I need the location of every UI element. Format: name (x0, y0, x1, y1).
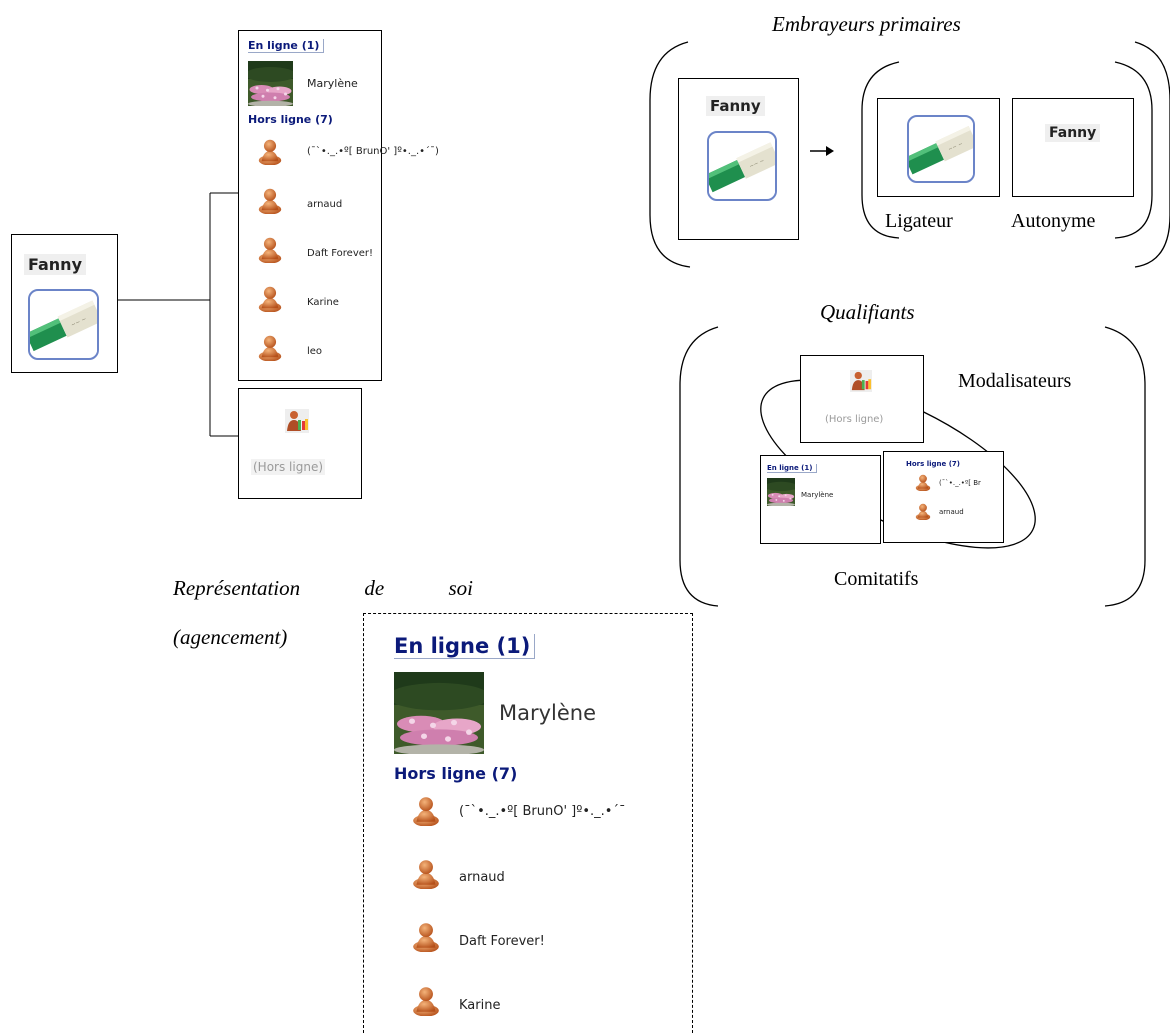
mini-offline-list: Hors ligne (7) (¯`•._.•º[ Br arnaud (883, 451, 1004, 543)
fanny-name: Fanny (24, 254, 86, 275)
fanny-name: Fanny (1045, 124, 1101, 142)
qualifiants-title: Qualifiants (820, 300, 915, 324)
contact-name-offline[interactable]: leo (307, 346, 323, 357)
offline-header: Hors ligne (7) (248, 113, 333, 126)
contact-name-offline: arnaud (939, 508, 964, 516)
representation-subtitle: (agencement) (173, 625, 288, 649)
user-icon (410, 794, 442, 826)
zoomed-contact-list: En ligne (1) Marylène Hors ligne (7) (¯`… (363, 613, 693, 1033)
mini-online-list: En ligne (1) Marylène (760, 455, 881, 544)
ligateur-label: Ligateur (885, 210, 953, 232)
status-label: (Hors ligne) (251, 459, 326, 475)
offline-header: Hors ligne (7) (906, 460, 960, 468)
contact-name-offline[interactable]: (¯`•._.•º[ BrunO' ]º•._.•´¯ (459, 804, 626, 819)
user-icon (410, 920, 442, 952)
status-label: (Hors ligne) (825, 414, 884, 425)
contact-name-offline[interactable]: Karine (459, 998, 501, 1013)
online-header: En ligne (1) (767, 464, 818, 473)
fanny-card: Fanny (11, 234, 118, 373)
contact-name-online[interactable]: Marylène (307, 77, 358, 90)
contact-name-offline[interactable]: (¯`•._.•º[ BrunO' ]º•._.•´¯) (307, 146, 439, 157)
autonyme-label: Autonyme (1011, 210, 1096, 232)
representation-title: Représentation de soi (173, 576, 473, 600)
comitatifs-label: Comitatifs (834, 568, 919, 590)
embrayeurs-brackets (649, 41, 1170, 268)
modalisateurs-label: Modalisateurs (958, 370, 1072, 392)
pencil-avatar-icon (707, 131, 777, 201)
autonyme-box: Fanny (1012, 98, 1134, 197)
contact-name-online[interactable]: Marylène (499, 701, 597, 725)
user-icon (410, 857, 442, 889)
offline-header: Hors ligne (7) (394, 764, 518, 783)
connector-lines (117, 192, 239, 437)
status-box: (Hors ligne) (238, 388, 362, 499)
online-header: En ligne (1) (394, 634, 536, 659)
fanny-embrayeur-card: Fanny (678, 78, 799, 240)
contact-name-offline[interactable]: Karine (307, 297, 339, 308)
contact-list: En ligne (1) Marylène Hors ligne (7) (¯`… (238, 30, 439, 381)
pencil-avatar-icon (907, 115, 975, 183)
contact-name-offline: (¯`•._.•º[ Br (939, 479, 981, 487)
fanny-name: Fanny (706, 96, 765, 116)
contact-name-offline[interactable]: Daft Forever! (459, 934, 545, 949)
online-header: En ligne (1) (248, 39, 325, 53)
flower-photo-icon (394, 672, 484, 754)
contact-name-offline[interactable]: Daft Forever! (307, 248, 374, 259)
user-icon (914, 502, 932, 520)
ligateur-box (877, 98, 1000, 197)
user-icon (410, 984, 442, 1016)
user-icon (914, 473, 932, 491)
presence-icon (850, 370, 872, 392)
embrayeurs-title: Embrayeurs primaires (772, 12, 961, 36)
contact-name-offline[interactable]: arnaud (459, 870, 505, 885)
flower-photo-icon (767, 478, 795, 506)
contact-name-online: Marylène (801, 491, 834, 499)
pencil-avatar-icon (28, 289, 99, 360)
mini-status-box: (Hors ligne) (800, 355, 924, 443)
contact-name-offline[interactable]: arnaud (307, 199, 343, 210)
